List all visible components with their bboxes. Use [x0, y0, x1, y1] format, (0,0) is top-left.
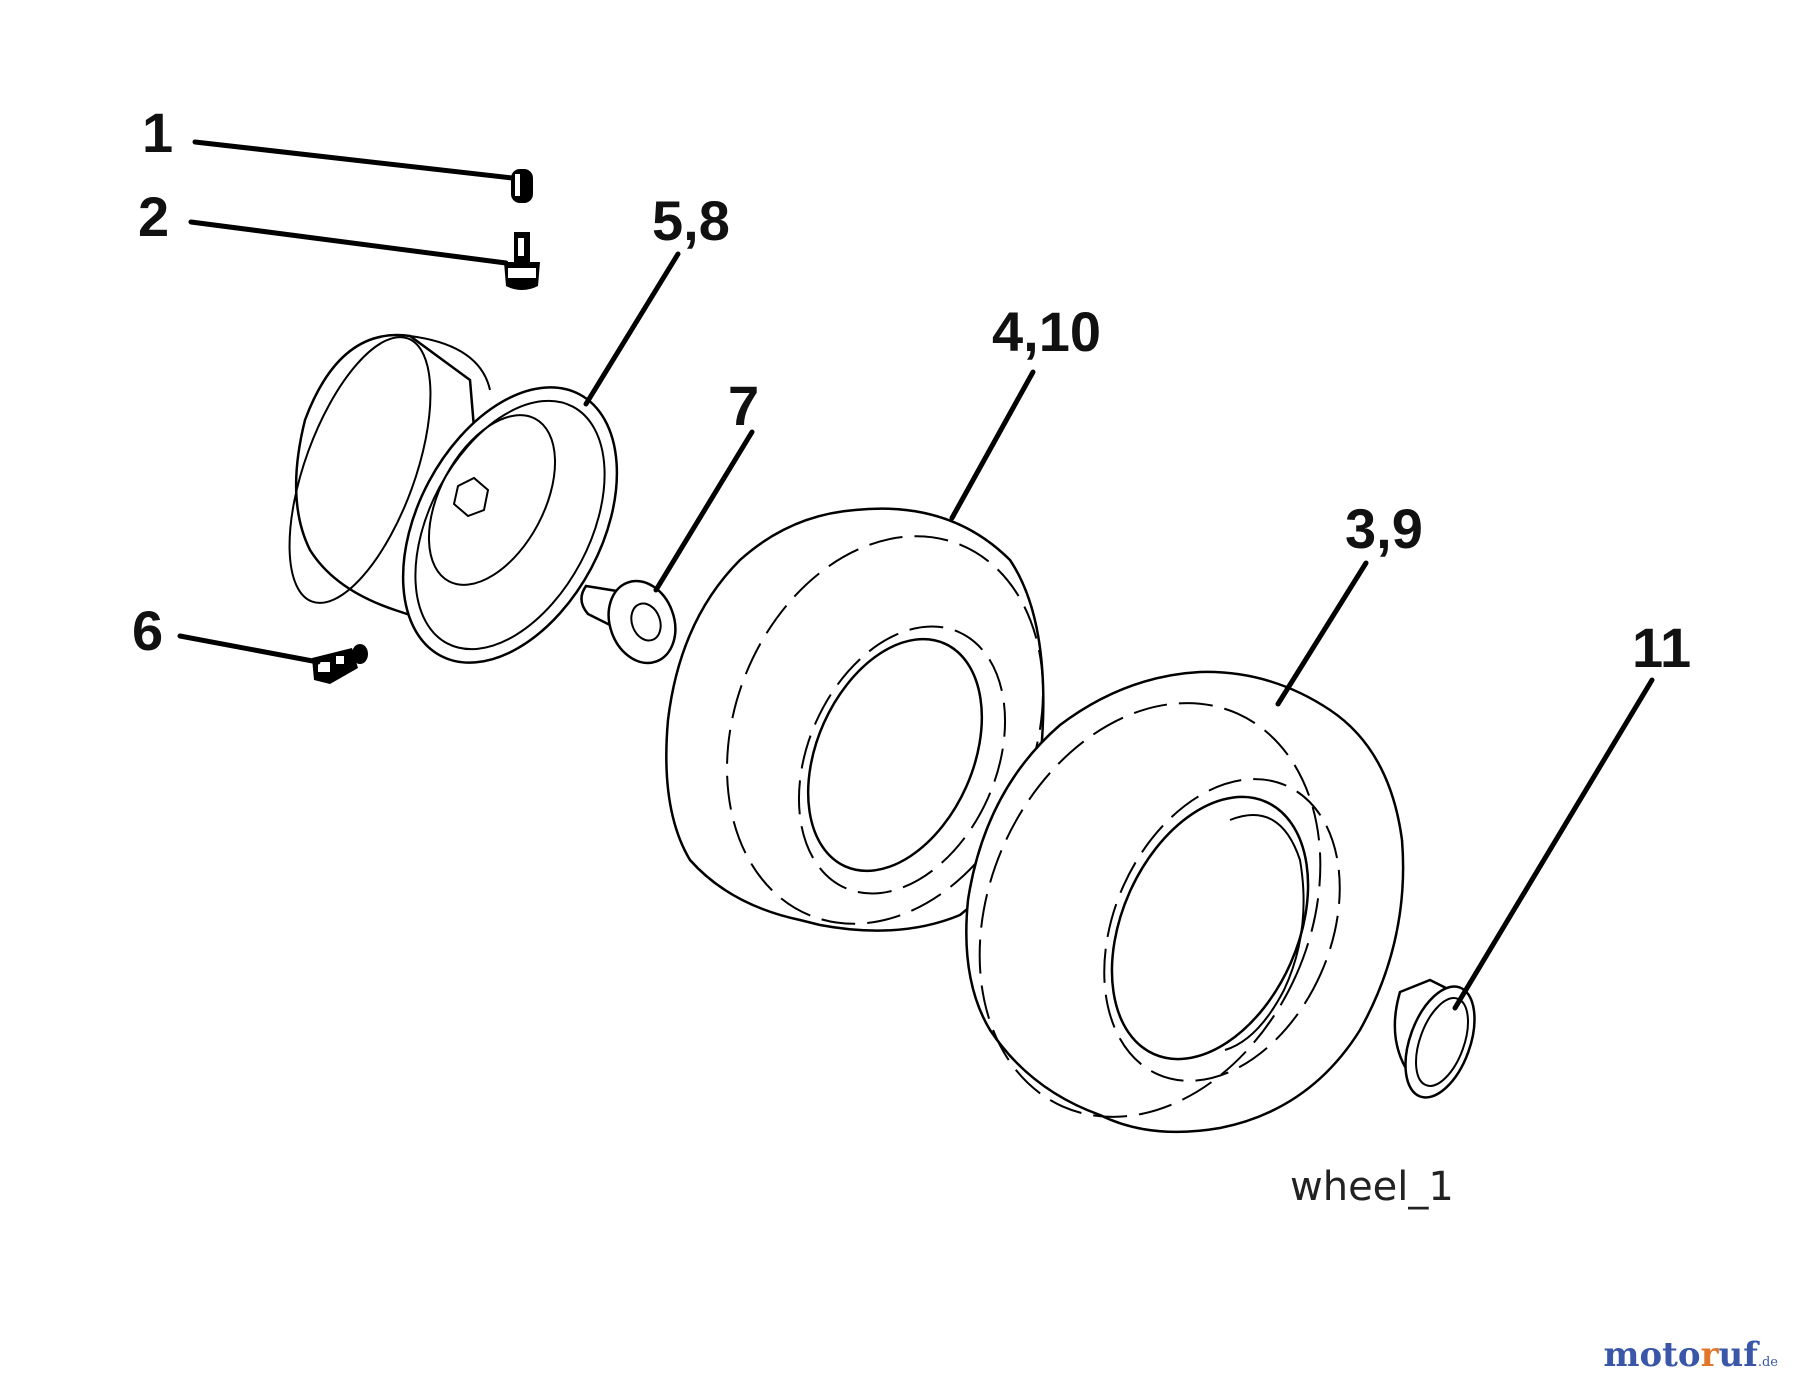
- watermark-logo: motoruf.de: [1604, 1335, 1778, 1375]
- part-rear-tire: [965, 670, 1405, 1134]
- callout-58: 5,8: [652, 189, 730, 252]
- leader-39: [1275, 560, 1369, 707]
- part-front-tire: [665, 507, 1045, 932]
- callout-2: 2: [138, 185, 169, 248]
- leader-2: [188, 219, 509, 266]
- callout-6: 6: [132, 599, 163, 662]
- leader-7: [653, 429, 755, 593]
- callout-11: 11: [1632, 616, 1691, 679]
- part-valve-stem: [504, 232, 540, 290]
- callout-7: 7: [728, 374, 759, 437]
- part-bushing: [580, 579, 677, 665]
- watermark-part1: moto: [1603, 1335, 1701, 1375]
- leader-6: [177, 633, 321, 665]
- leader-11: [1452, 677, 1655, 1011]
- callout-39: 3,9: [1345, 497, 1423, 560]
- leader-410: [949, 369, 1036, 521]
- diagram-caption: wheel_1: [1290, 1164, 1454, 1210]
- part-rim: [288, 333, 619, 664]
- part-valve-cap: [511, 169, 533, 203]
- leader-1: [192, 139, 515, 181]
- leader-58: [583, 251, 681, 407]
- part-hub-cap: [1393, 978, 1476, 1099]
- callout-1: 1: [142, 101, 173, 164]
- watermark-tld: .de: [1757, 1355, 1778, 1370]
- callout-410: 4,10: [992, 300, 1101, 363]
- watermark-part2: r: [1700, 1335, 1719, 1375]
- part-grease-fitting: [312, 644, 368, 684]
- watermark-part3: uf: [1718, 1335, 1758, 1375]
